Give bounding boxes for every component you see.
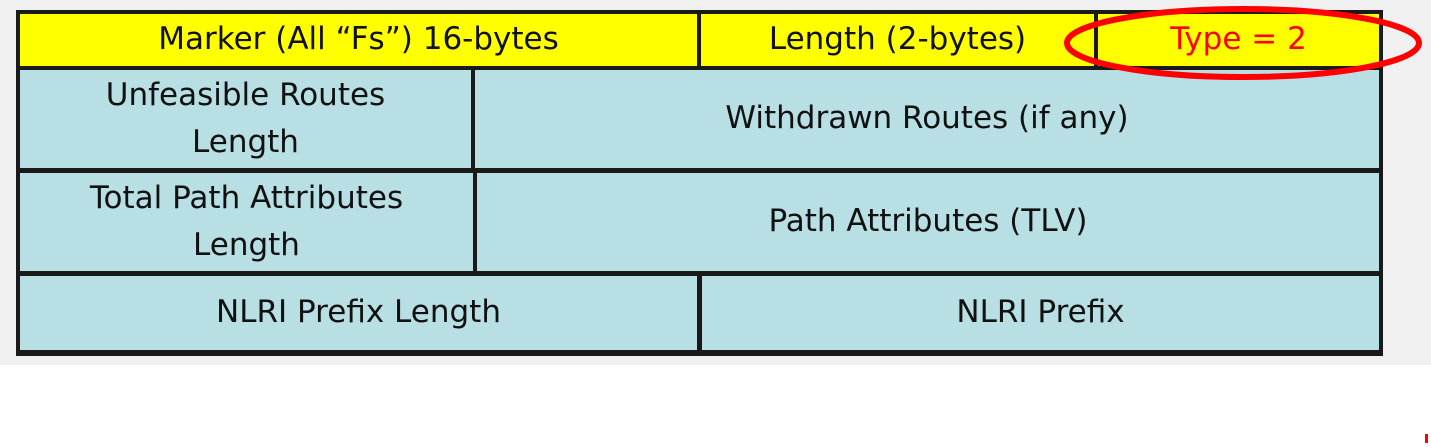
total-path-attributes-length-field: Total Path Attributes Length [20, 173, 473, 271]
path-attributes-field: Path Attributes (TLV) [477, 173, 1379, 271]
nlri-prefix-label: NLRI Prefix [956, 294, 1125, 331]
total-path-attributes-length-line1: Total Path Attributes [89, 179, 404, 216]
packet-format-table: Marker (All “Fs”) 16-bytes Length (2-byt… [16, 10, 1383, 356]
nlri-prefix-length-label: NLRI Prefix Length [216, 294, 501, 331]
type-field-label: Type = 2 [1170, 21, 1307, 58]
withdrawn-routes-label: Withdrawn Routes (if any) [725, 100, 1129, 137]
nlri-prefix-length-field: NLRI Prefix Length [20, 276, 697, 350]
path-attributes-label: Path Attributes (TLV) [768, 203, 1088, 240]
marker-field-label: Marker (All “Fs”) 16-bytes [158, 21, 559, 58]
length-field-label: Length (2-bytes) [768, 21, 1027, 58]
type-field: Type = 2 [1098, 14, 1379, 66]
nlri-prefix-field: NLRI Prefix [702, 276, 1379, 350]
withdrawn-routes-field: Withdrawn Routes (if any) [475, 70, 1379, 168]
unfeasible-routes-length-line1: Unfeasible Routes [105, 76, 386, 113]
unfeasible-routes-length-field: Unfeasible Routes Length [20, 70, 471, 168]
unfeasible-routes-length-line2: Length [192, 124, 299, 160]
length-field: Length (2-bytes) [701, 14, 1094, 66]
marker-field: Marker (All “Fs”) 16-bytes [20, 14, 697, 66]
red-edge-mark [1425, 434, 1428, 443]
total-path-attributes-length-line2: Length [193, 227, 300, 263]
